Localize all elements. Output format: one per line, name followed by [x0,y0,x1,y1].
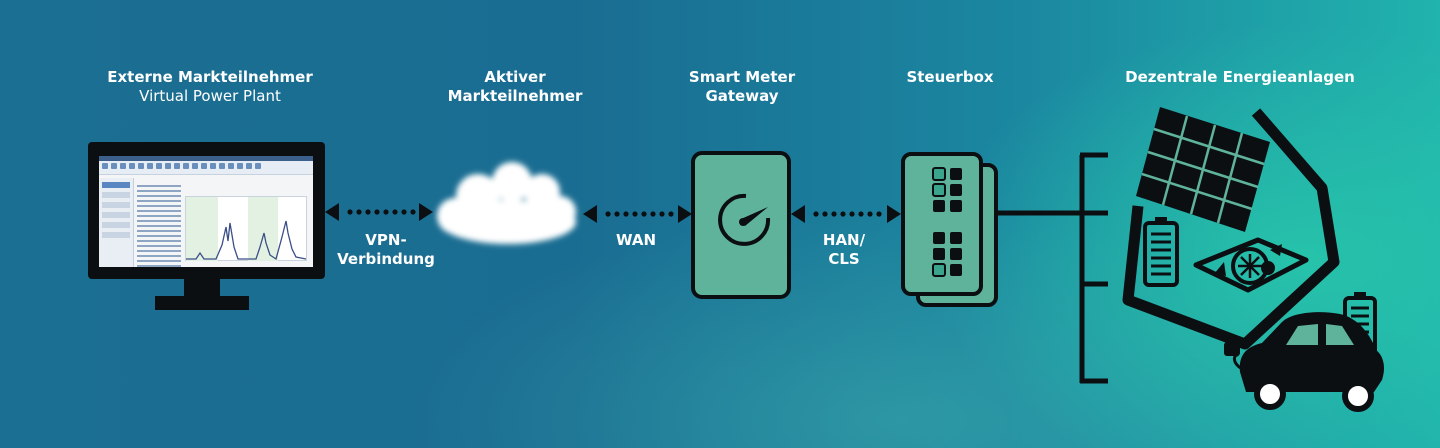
label-gateway-line1: Smart Meter [688,68,796,86]
label-gateway-line2: Gateway [705,87,779,105]
label-external-title: Externe Markteilnehmer [107,68,313,86]
label-external-subtitle: Virtual Power Plant [139,87,281,105]
connection-label-han-line1: HAN/ [822,231,866,249]
connection-label-han: HAN/ CLS [804,231,884,269]
battery-icon [1143,217,1179,287]
electric-car-icon [1224,312,1384,412]
han-cls-connection-arrow [791,205,901,223]
connection-label-han-line2: CLS [828,250,860,268]
screen-chart [185,196,307,261]
vpn-dots [347,209,416,215]
screen-ribbon [99,161,313,175]
connection-label-vpn-line2: Verbindung [337,250,435,268]
heat-pump-icon [1193,237,1309,293]
indicator-grid [932,167,962,277]
label-steuerbox-title: Steuerbox [906,68,994,86]
solar-panel-icon [1136,107,1270,232]
label-active-line2: Markteilnehmer [447,87,583,105]
connection-label-vpn: VPN- Verbindung [326,231,446,269]
monitor-screen [99,156,313,267]
label-gateway: Smart Meter Gateway [660,68,824,106]
connection-label-wan-line1: WAN [615,231,657,249]
screen-titlebar [99,156,313,161]
label-energy: Dezentrale Energieanlagen [1100,68,1380,87]
screen-chart-graphic [186,197,307,261]
vpn-connection-arrow [325,203,433,221]
connection-label-wan: WAN [596,231,676,250]
label-energy-title: Dezentrale Energieanlagen [1125,68,1355,86]
smart-meter-gateway-icon [691,151,791,299]
label-steuerbox: Steuerbox [880,68,1020,87]
label-external: Externe Markteilnehmer Virtual Power Pla… [78,68,342,106]
screen-tree [135,182,183,267]
energy-bracket [996,152,1108,384]
cloud-icon [437,162,576,244]
house-icon [1122,108,1340,350]
label-active: Aktiver Markteilnehmer [420,68,610,106]
connection-label-vpn-line1: VPN- [365,231,407,249]
charging-plug-icon [1224,342,1240,356]
gauge-icon [718,193,771,246]
label-active-line1: Aktiver [484,68,546,86]
wan-connection-arrow [583,205,692,223]
screen-sidebar [99,178,134,267]
steuerbox-icon [901,152,998,307]
